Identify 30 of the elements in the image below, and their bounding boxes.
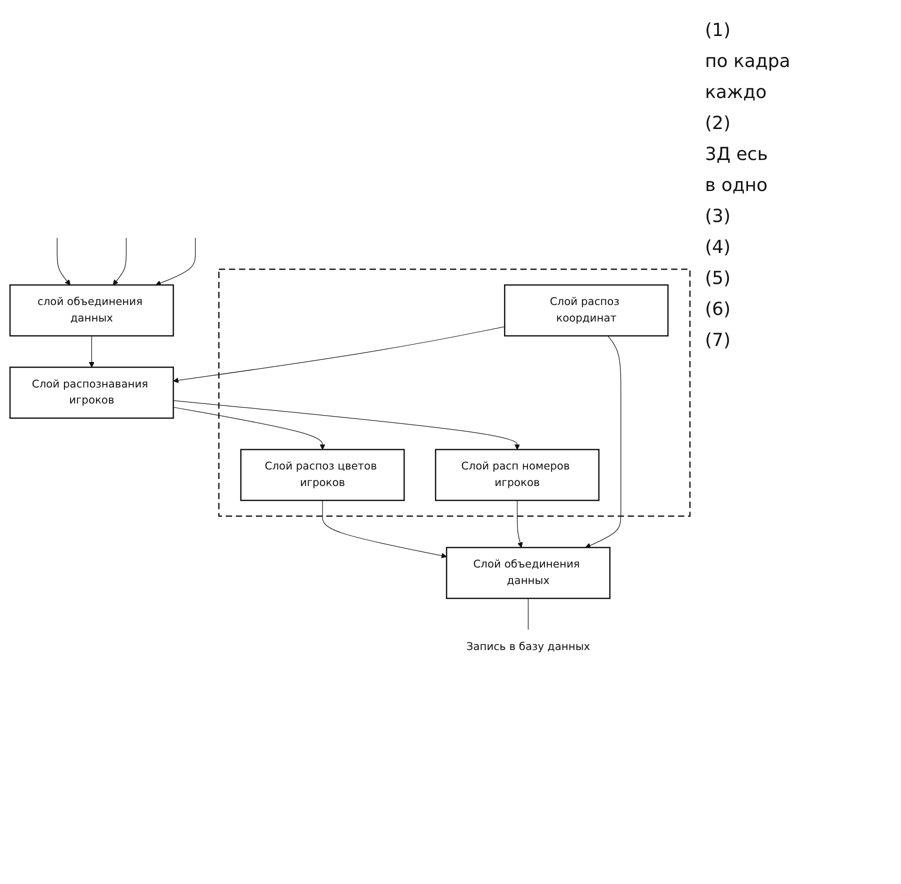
arrow xyxy=(56,238,71,286)
arrow xyxy=(173,400,520,450)
callout-number: (6) xyxy=(705,299,732,320)
cluster xyxy=(218,268,691,517)
arrow xyxy=(173,326,505,384)
arrow xyxy=(112,238,127,286)
callout-number: (3) xyxy=(705,206,732,227)
node-text: Запись в базу данных xyxy=(466,640,590,654)
arrow xyxy=(585,336,622,548)
callout-number: (7) xyxy=(705,330,732,351)
callout-number: (1) xyxy=(705,20,732,41)
node-box: Слой расп номеров игроков xyxy=(434,449,600,502)
callout-number: (2) xyxy=(705,113,732,134)
arrow xyxy=(88,336,94,368)
callout-number: (5) xyxy=(705,268,732,289)
note-text: каждо xyxy=(705,82,768,103)
note-text: в одно xyxy=(705,175,769,196)
arrow xyxy=(516,500,523,548)
note-text: по кадра xyxy=(705,51,792,72)
arrow xyxy=(156,238,196,286)
node-box: Слой распознавания игроков xyxy=(9,366,174,419)
node-box: Слой объединения данных xyxy=(446,547,610,600)
arrow xyxy=(322,500,447,559)
arrow xyxy=(173,407,326,450)
note-text: 3Д есь xyxy=(705,144,769,165)
node-box: Слой распоз цветов игроков xyxy=(240,449,405,502)
node-box: Слой распоз координат xyxy=(504,284,669,337)
connector xyxy=(528,598,529,630)
node-box: слой объединения данных xyxy=(9,284,174,337)
callout-number: (4) xyxy=(705,237,732,258)
